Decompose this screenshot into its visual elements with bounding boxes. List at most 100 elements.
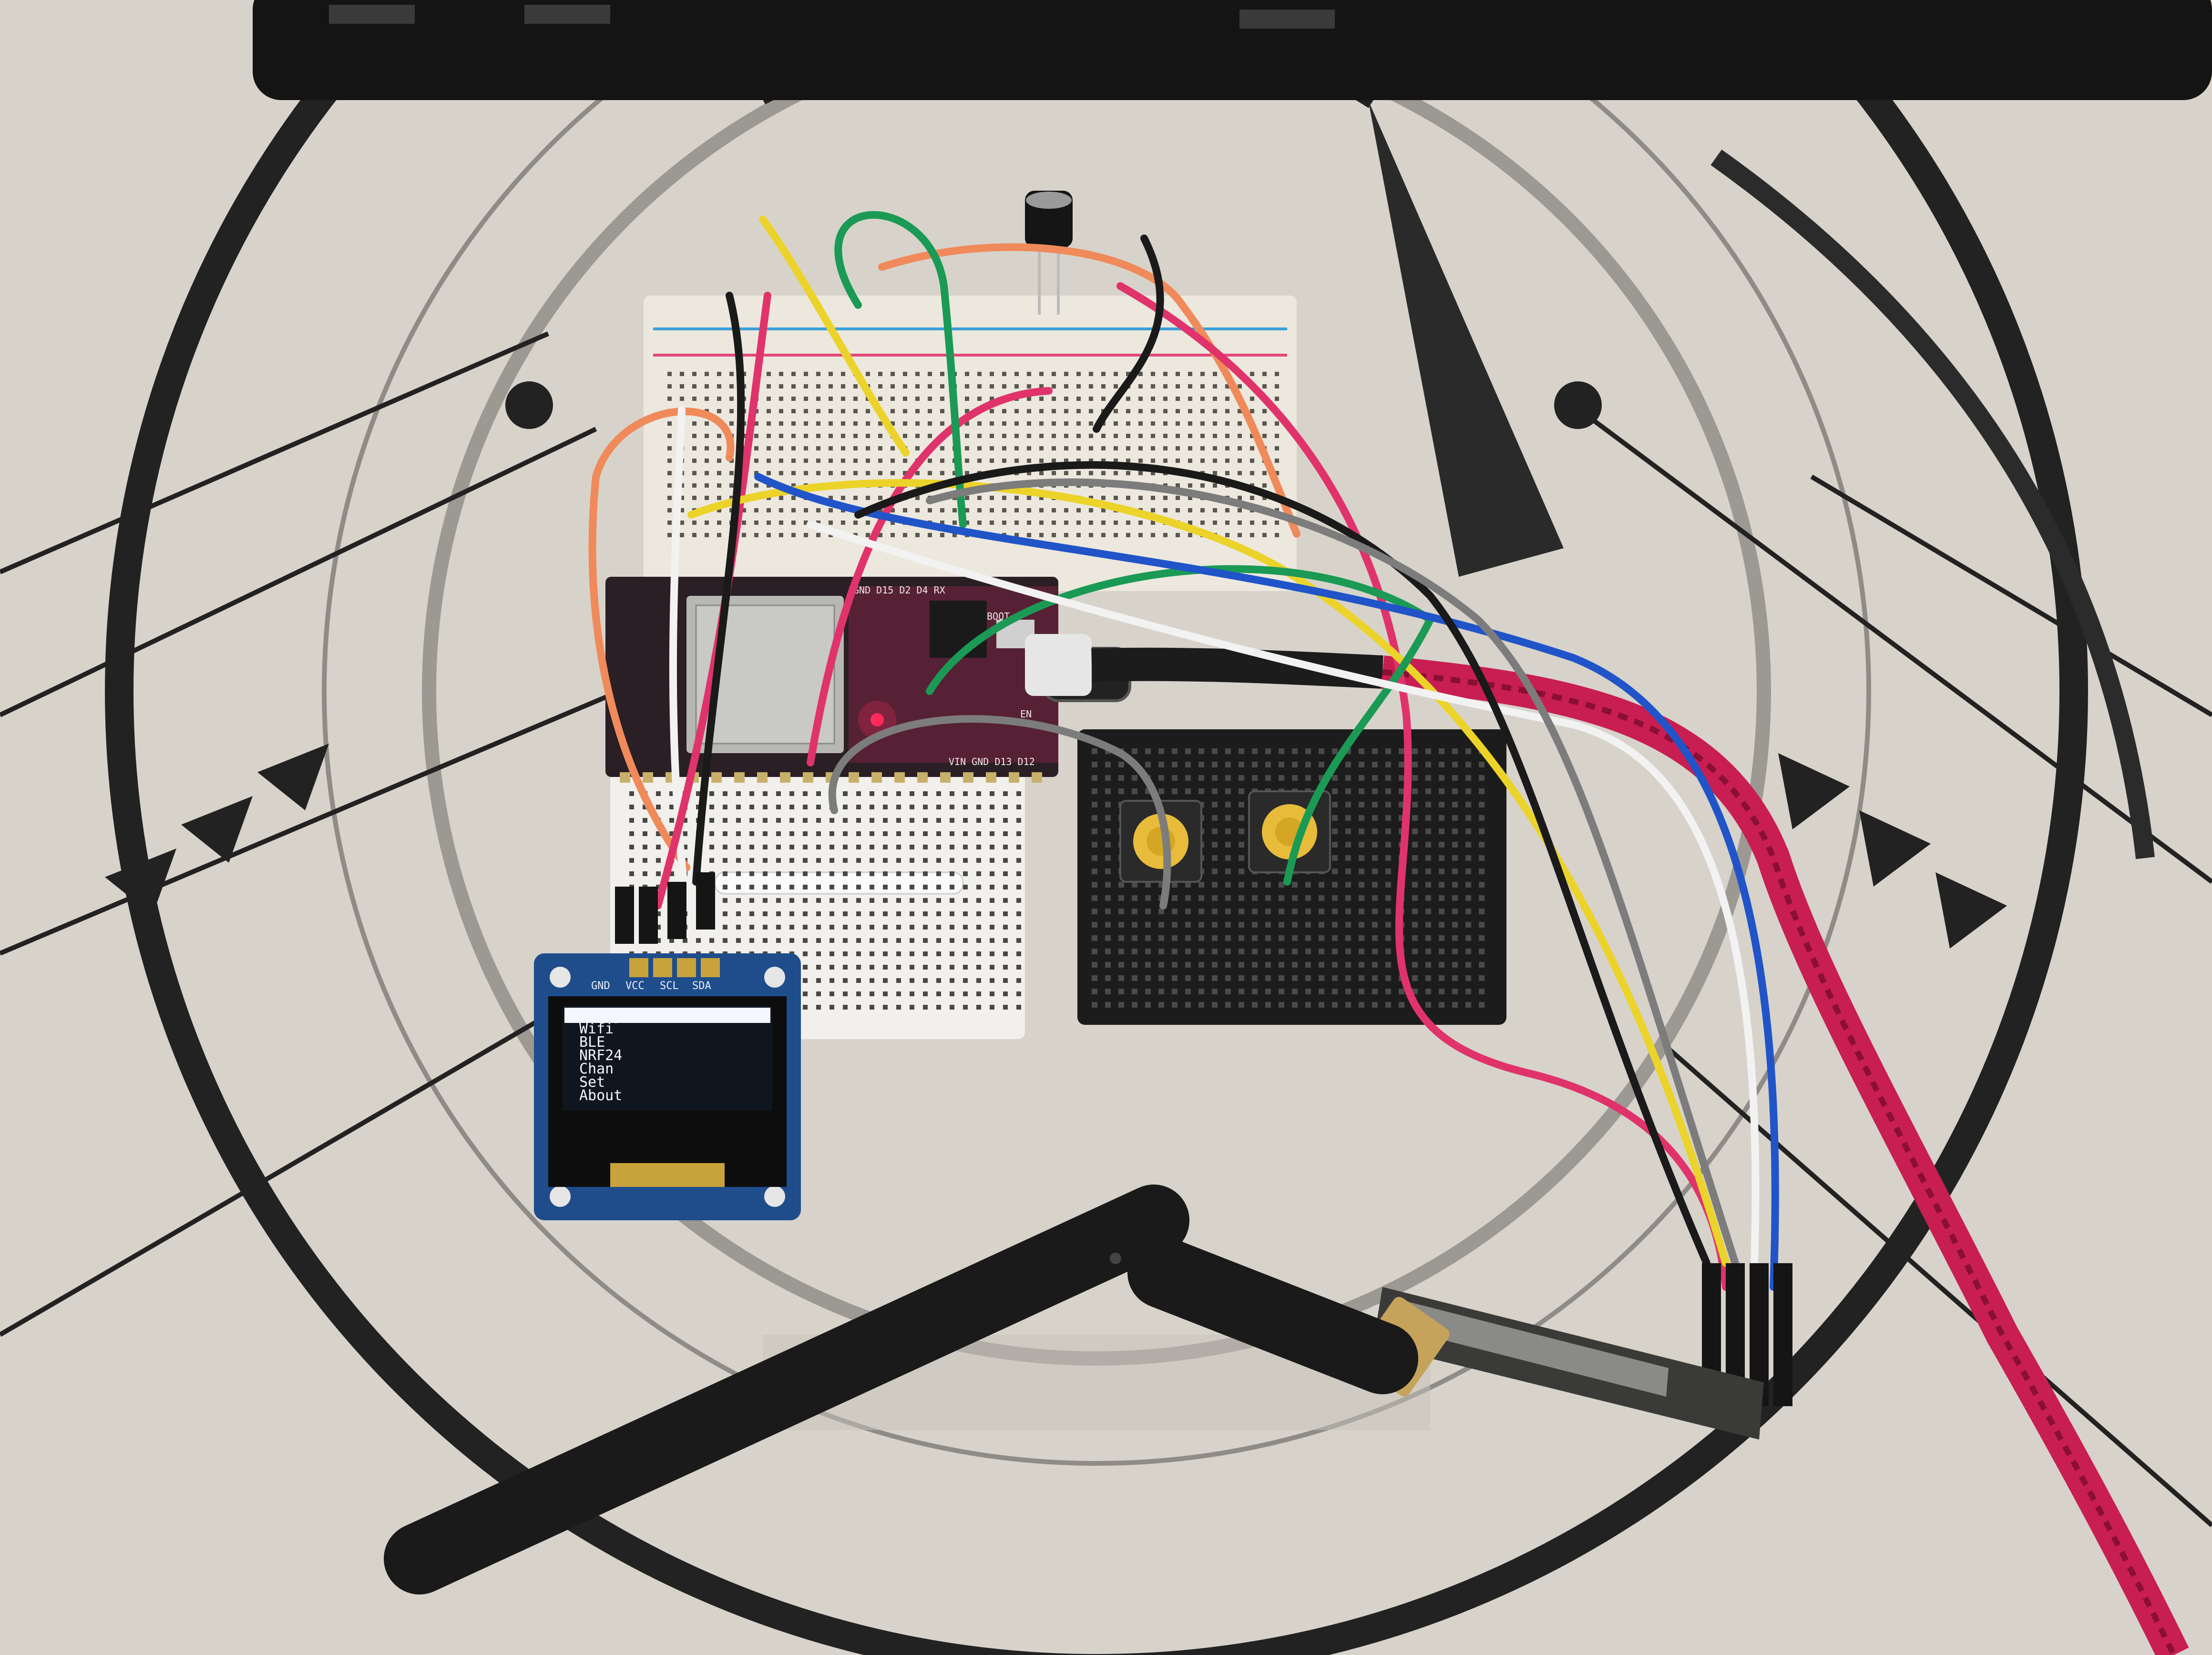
breadboard-hole xyxy=(789,871,794,876)
breadboard-hole xyxy=(1372,975,1378,981)
breadboard-hole xyxy=(883,871,888,876)
breadboard-hole xyxy=(1132,975,1137,981)
breadboard-hole xyxy=(903,409,907,413)
breadboard-hole xyxy=(692,521,696,525)
breadboard-hole xyxy=(1092,949,1097,954)
breadboard-hole xyxy=(742,446,746,450)
breadboard-hole xyxy=(1275,533,1279,537)
breadboard-hole xyxy=(1412,855,1418,861)
breadboard-hole xyxy=(1185,775,1191,781)
breadboard-hole xyxy=(683,818,687,823)
breadboard-hole xyxy=(1439,1002,1444,1008)
breadboard-hole xyxy=(1105,842,1111,848)
breadboard-hole xyxy=(1092,855,1097,861)
breadboard-hole xyxy=(1064,533,1068,537)
breadboard-hole xyxy=(1076,459,1081,463)
breadboard-hole xyxy=(1114,533,1118,537)
breadboard-hole xyxy=(1212,842,1218,848)
breadboard-hole xyxy=(830,951,834,956)
breadboard-hole xyxy=(1332,802,1338,807)
breadboard-hole xyxy=(1332,989,1338,994)
breadboard-hole xyxy=(1003,978,1008,983)
breadboard-hole xyxy=(950,938,954,943)
breadboard-hole xyxy=(816,459,820,463)
breadboard-hole xyxy=(1118,1002,1124,1008)
breadboard-hole xyxy=(896,925,901,930)
breadboard-hole xyxy=(903,372,907,376)
breadboard-hole xyxy=(1185,922,1191,928)
breadboard-hole xyxy=(950,885,954,889)
breadboard-hole xyxy=(1105,895,1111,901)
breadboard-hole xyxy=(1212,828,1218,834)
breadboard-hole xyxy=(965,384,969,388)
breadboard-hole xyxy=(1198,962,1204,968)
breadboard-hole xyxy=(643,831,647,836)
breadboard-hole xyxy=(829,496,833,500)
breadboard-hole xyxy=(1275,421,1279,426)
breadboard-hole xyxy=(767,397,771,401)
breadboard-hole xyxy=(1412,922,1418,928)
breadboard-hole xyxy=(779,446,783,450)
breadboard-hole xyxy=(729,409,734,413)
breadboard-hole xyxy=(705,372,709,376)
breadboard-hole xyxy=(729,384,734,388)
breadboard-hole xyxy=(936,991,941,996)
breadboard-hole xyxy=(963,991,968,996)
breadboard-hole xyxy=(883,911,888,916)
breadboard-hole xyxy=(843,898,848,903)
breadboard-hole xyxy=(1105,909,1111,914)
breadboard-hole xyxy=(990,384,994,388)
breadboard-hole xyxy=(1188,409,1192,413)
breadboard-hole xyxy=(1359,909,1364,914)
breadboard-hole xyxy=(779,434,783,438)
breadboard-hole xyxy=(1052,372,1056,376)
breadboard-hole xyxy=(829,372,833,376)
breadboard-hole xyxy=(1332,868,1338,874)
breadboard-hole xyxy=(1250,397,1254,401)
breadboard-hole xyxy=(1118,989,1124,994)
breadboard-hole xyxy=(866,372,870,376)
breadboard-hole xyxy=(803,791,808,796)
breadboard-hole xyxy=(952,521,957,525)
breadboard-hole xyxy=(1101,434,1106,438)
breadboard-hole xyxy=(1198,895,1204,901)
breadboard-hole xyxy=(1185,975,1191,981)
breadboard-hole xyxy=(1151,508,1155,512)
breadboard-hole xyxy=(923,925,928,930)
breadboard-hole xyxy=(1225,935,1231,941)
breadboard-hole xyxy=(1213,521,1217,525)
oled-display-module: GND VCC SCL SDA Analyzer▶WifiBLENRF24Cha… xyxy=(534,953,801,1220)
breadboard-hole xyxy=(816,831,821,836)
breadboard-hole xyxy=(1176,372,1180,376)
breadboard-hole xyxy=(1132,949,1137,954)
breadboard-hole xyxy=(910,805,914,809)
breadboard-hole xyxy=(754,421,758,426)
breadboard-hole xyxy=(723,898,727,903)
breadboard-hole xyxy=(1185,895,1191,901)
breadboard-hole xyxy=(667,384,672,388)
breadboard-hole xyxy=(816,991,821,996)
breadboard-hole xyxy=(830,898,834,903)
breadboard-hole xyxy=(763,805,768,809)
esp32-label-en: EN xyxy=(1020,708,1032,720)
breadboard-hole xyxy=(878,471,882,475)
breadboard-hole xyxy=(1239,815,1244,821)
breadboard-hole xyxy=(1262,496,1267,500)
breadboard-hole xyxy=(1076,434,1081,438)
breadboard-hole xyxy=(1092,882,1097,888)
breadboard-hole xyxy=(1118,922,1124,928)
breadboard-hole xyxy=(1225,909,1231,914)
breadboard-hole xyxy=(963,818,968,823)
breadboard-hole xyxy=(1145,989,1151,994)
breadboard-hole xyxy=(776,925,781,930)
breadboard-hole xyxy=(1092,989,1097,994)
breadboard-hole xyxy=(1176,508,1180,512)
breadboard-hole xyxy=(910,885,914,889)
breadboard-hole xyxy=(1163,496,1167,500)
breadboard-hole xyxy=(816,397,820,401)
breadboard-hole xyxy=(1176,384,1180,388)
breadboard-hole xyxy=(1452,922,1458,928)
breadboard-hole xyxy=(1039,533,1044,537)
breadboard-hole xyxy=(990,898,994,903)
